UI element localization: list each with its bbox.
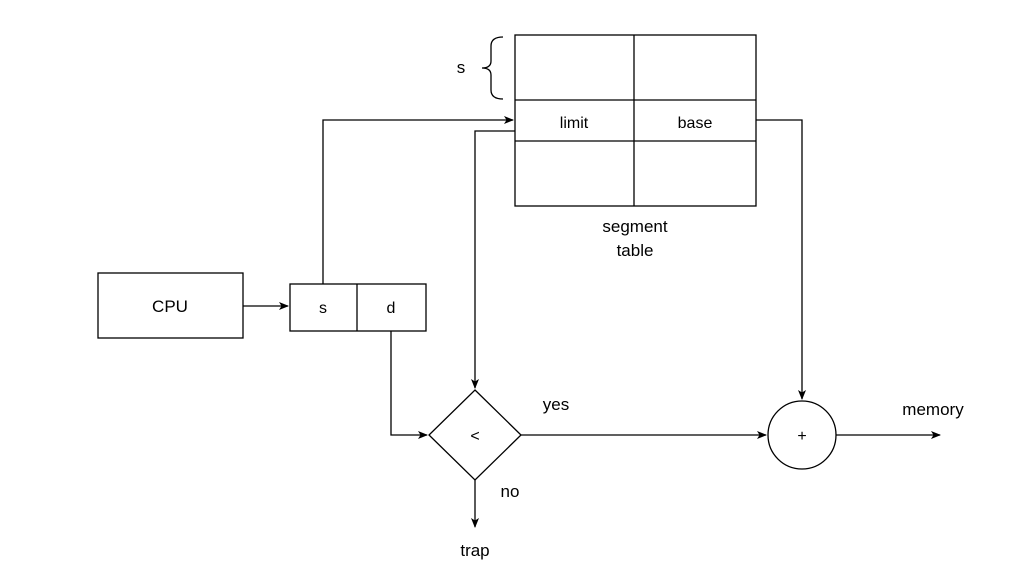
segment-index-brace: s	[457, 36, 504, 100]
address-s-label: s	[319, 300, 327, 317]
d-to-compare-arrow	[390, 331, 428, 439]
address-box-border	[289, 283, 427, 332]
address-d-label: d	[387, 300, 396, 317]
adder-node: +	[767, 400, 837, 470]
cpu-label: CPU	[152, 297, 188, 316]
connectors	[243, 116, 941, 528]
trap-label: trap	[460, 541, 489, 560]
limit-label: limit	[560, 115, 589, 132]
segment-table: limit base segment table	[514, 34, 757, 260]
memory-label: memory	[902, 400, 964, 419]
base-to-adder-arrow	[756, 119, 806, 400]
curly-brace-icon	[481, 36, 504, 100]
segment-table-border	[514, 34, 757, 207]
yes-label: yes	[543, 395, 569, 414]
base-label: base	[678, 115, 713, 132]
compare-symbol: <	[470, 428, 479, 445]
limit-to-compare-arrow	[471, 130, 515, 389]
no-label: no	[501, 482, 520, 501]
segment-table-caption-line2: table	[617, 241, 654, 260]
brace-s-label: s	[457, 58, 466, 77]
segment-table-caption-line1: segment	[602, 217, 667, 236]
cpu-box-border	[97, 272, 244, 339]
compare-node: <	[428, 389, 522, 481]
cpu-box: CPU	[97, 272, 244, 339]
adder-symbol: +	[797, 428, 806, 445]
logical-address: s d	[289, 283, 427, 332]
s-to-segment-table-arrow	[322, 116, 514, 284]
